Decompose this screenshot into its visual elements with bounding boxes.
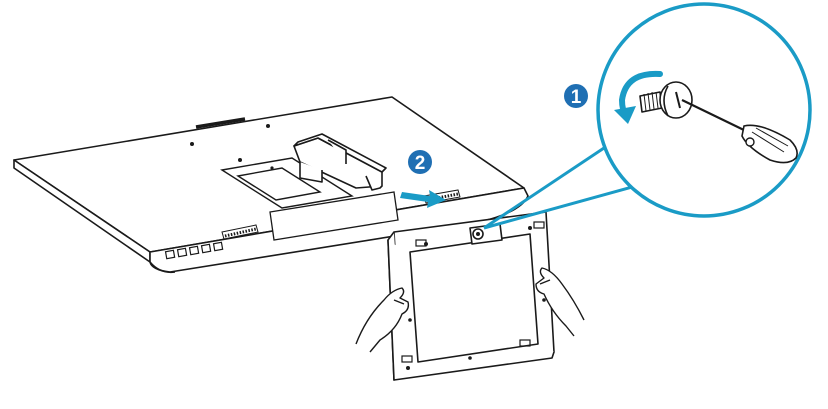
monitor-control-buttons (164, 241, 224, 260)
port-panel (269, 191, 399, 241)
zoom-callout-connector (483, 146, 637, 230)
step-1-label: 1 (571, 87, 582, 108)
arrow-right-icon (400, 190, 446, 208)
right-hand (535, 267, 585, 337)
vesa-mount-plate (387, 211, 555, 381)
vesa-plate-holes (406, 226, 546, 370)
monitor-top-edge-stripe (195, 117, 246, 129)
left-vent-grille (221, 224, 259, 240)
screw-detail (639, 81, 693, 119)
screwdriver-icon (681, 99, 798, 164)
vesa-plate-corner-slots (401, 221, 545, 363)
plate-screw (472, 228, 484, 240)
stand-neck (293, 133, 387, 191)
step-1-badge-circle (564, 84, 588, 108)
left-hand (355, 287, 410, 353)
step-2-label: 2 (415, 153, 426, 174)
step-2-badge-circle (408, 150, 432, 174)
rotate-counterclockwise-icon (614, 70, 663, 124)
step-2-badge: 2 (408, 150, 432, 174)
stand-recess (220, 157, 354, 209)
step-1-badge: 1 (564, 84, 588, 108)
